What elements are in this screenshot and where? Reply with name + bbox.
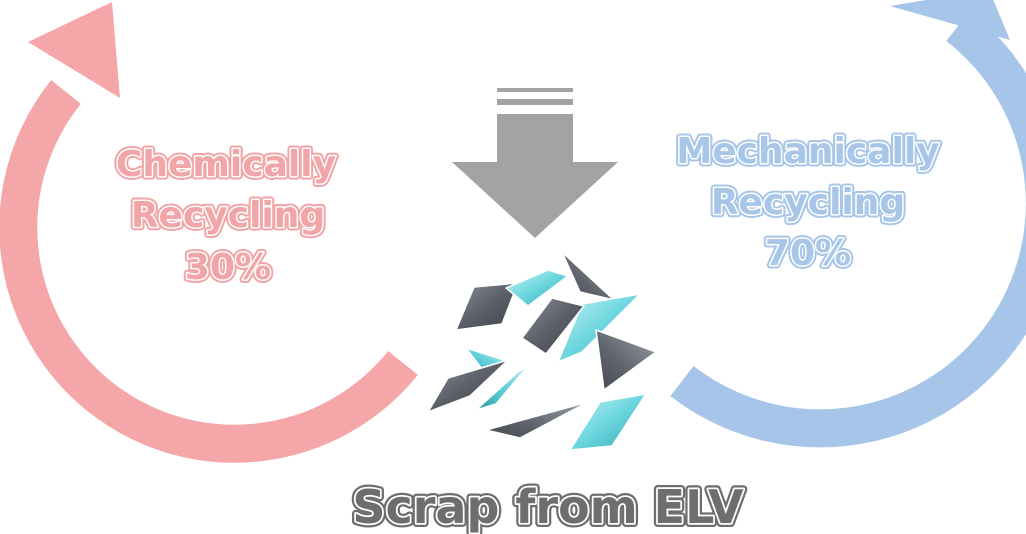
- chemical-label-line2-inner: Recycling: [131, 195, 325, 236]
- chemical-arc-body: [0, 80, 418, 463]
- glass-shards-icon: [427, 251, 657, 451]
- mechanical-label-line2: Recycling: [711, 182, 905, 223]
- shard-dark-6: [485, 401, 589, 439]
- mechanical-recycling-arrow: [670, 0, 1026, 448]
- input-arrow-head: [452, 162, 618, 238]
- mechanical-arrowhead: [890, 0, 1010, 40]
- chemical-label-line2: Recycling: [131, 195, 325, 236]
- mechanical-label-line2-face: Recycling: [711, 182, 905, 223]
- mechanical-label-line2-inner: Recycling: [711, 182, 905, 223]
- shard-dark-3: [521, 297, 585, 355]
- chemical-label-line1-inner: Chemically: [116, 144, 336, 185]
- mechanical-percent-inner: 70%: [765, 233, 851, 274]
- shard-dark-4: [595, 329, 657, 391]
- chemical-percent-face: 30%: [185, 247, 271, 288]
- chemical-label-line2-face: Recycling: [131, 195, 325, 236]
- chemical-percent-inner: 30%: [185, 247, 271, 288]
- chemical-label-line1: Chemically: [116, 144, 336, 185]
- input-arrow-shaft: [497, 114, 573, 162]
- mechanical-label-line1-face: Mechanically: [676, 131, 939, 172]
- mechanical-label-line1-inner: Mechanically: [676, 131, 939, 172]
- input-arrow-line-top: [497, 88, 573, 92]
- input-down-arrow: [452, 88, 618, 238]
- shard-cyan-1: [505, 269, 569, 307]
- chemical-recycling-arrow: [0, 2, 418, 463]
- scrap-label-inner: Scrap from ELV: [352, 480, 744, 534]
- scrap-label: Scrap from ELV: [352, 480, 744, 534]
- chemical-percent: 30%: [185, 247, 271, 288]
- shard-cyan-2: [557, 293, 641, 363]
- scrap-label-face: Scrap from ELV: [352, 480, 744, 534]
- chemical-arrowhead: [28, 2, 120, 98]
- mechanical-percent-face: 70%: [765, 233, 851, 274]
- mechanical-percent: 70%: [765, 233, 851, 274]
- shard-cyan-5: [569, 393, 647, 451]
- input-arrow-line-mid: [497, 99, 573, 105]
- shard-cyan-4: [475, 365, 529, 411]
- chemical-label-line1-face: Chemically: [116, 144, 336, 185]
- shard-dark-5: [427, 359, 509, 413]
- mechanical-label-line1: Mechanically: [676, 131, 939, 172]
- shard-dark-2: [561, 251, 615, 301]
- mechanical-arc-body: [670, 11, 1026, 448]
